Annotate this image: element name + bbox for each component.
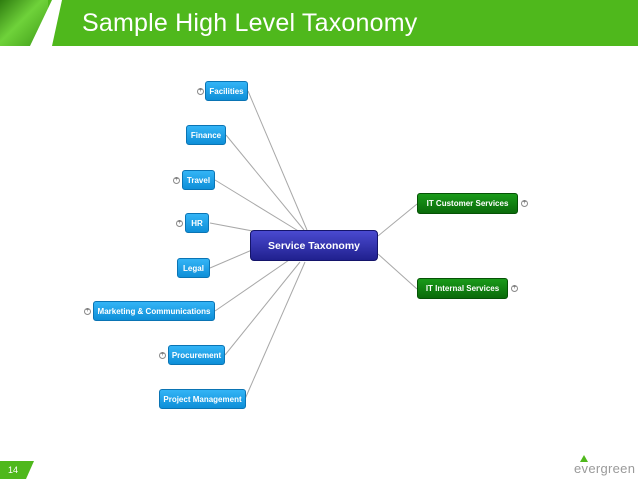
page-number: 14	[8, 465, 19, 475]
node-finance[interactable]: Finance	[186, 125, 226, 145]
expand-icon[interactable]: +	[173, 177, 180, 184]
slide-header	[0, 0, 638, 46]
expand-icon[interactable]: +	[159, 352, 166, 359]
header-divider	[30, 0, 52, 46]
node-it-customer-services[interactable]: IT Customer Services	[417, 193, 518, 214]
node-legal[interactable]: Legal	[177, 258, 210, 278]
header-divider-accent	[52, 0, 62, 46]
node-hr[interactable]: HR	[185, 213, 209, 233]
expand-icon[interactable]: +	[84, 308, 91, 315]
node-travel[interactable]: Travel	[182, 170, 215, 190]
expand-icon[interactable]: +	[521, 200, 528, 207]
slide-title: Sample High Level Taxonomy	[82, 9, 418, 37]
node-marketing-communications[interactable]: Marketing & Communications	[93, 301, 215, 321]
footer-divider	[26, 461, 34, 479]
node-facilities[interactable]: Facilities	[205, 81, 248, 101]
brand-leaf-icon	[580, 455, 588, 462]
node-procurement[interactable]: Procurement	[168, 345, 225, 365]
expand-icon[interactable]: +	[197, 88, 204, 95]
expand-icon[interactable]: +	[176, 220, 183, 227]
expand-icon[interactable]: +	[511, 285, 518, 292]
node-service-taxonomy[interactable]: Service Taxonomy	[250, 230, 378, 261]
brand-logo: evergreen	[574, 461, 636, 476]
footer-background	[34, 461, 638, 479]
node-project-management[interactable]: Project Management	[159, 389, 246, 409]
node-it-internal-services[interactable]: IT Internal Services	[417, 278, 508, 299]
